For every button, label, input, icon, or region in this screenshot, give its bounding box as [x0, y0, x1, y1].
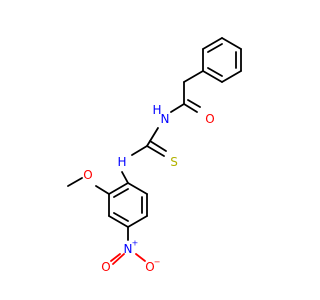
nitro-nitrogen-charge: + [132, 239, 139, 248]
nitrophenyl-ring [67, 171, 148, 241]
acyl-chain [170, 70, 204, 113]
nitro-nitrogen-label: N [124, 242, 133, 256]
carbonyl-oxygen-label: O [205, 112, 214, 126]
thiourea-core [131, 127, 167, 157]
nitro-oxygen-charge: − [154, 258, 161, 267]
phenyl-ring [202, 37, 242, 83]
amide-nitrogen-label: N [161, 112, 170, 126]
amide-hydrogen-label: H [152, 103, 161, 117]
sulfur-label: S [170, 155, 178, 169]
thioamide-hydrogen-label: H [117, 155, 126, 169]
nitro-oxygen-right-label: O [145, 260, 154, 274]
structure-diagram: O H N H N S O N + O O − [67, 37, 242, 274]
nitro-oxygen-left-label: O [101, 260, 110, 274]
methoxy-oxygen-label: O [83, 168, 92, 182]
